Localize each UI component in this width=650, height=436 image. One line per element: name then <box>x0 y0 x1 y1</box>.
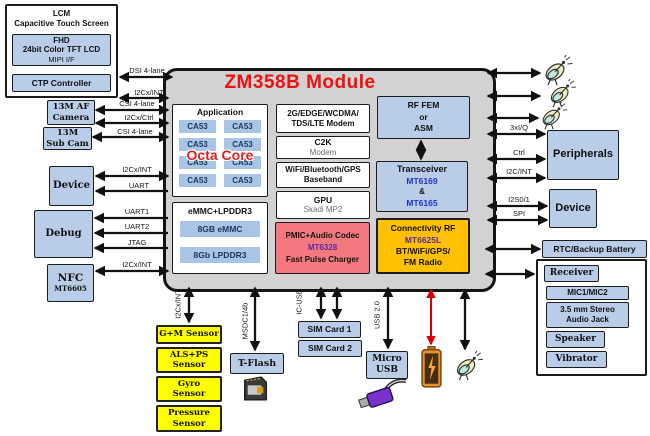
gpu-box: GPU Skadi MP2 <box>276 191 370 219</box>
alsps-sensor-box: ALS+PS Sensor <box>156 347 222 373</box>
module-title: ZM358B Module <box>224 72 376 93</box>
cpu-core: CA53 <box>179 156 216 170</box>
gyro-sensor-box: Gyro Sensor <box>156 376 222 402</box>
bus-label-ctrl: Ctrl <box>513 148 525 157</box>
debug-box: Debug <box>34 210 93 258</box>
octa-core-overlay: Octa Core <box>186 147 254 163</box>
camera-13m-af-box: 13M AF Camera <box>47 100 95 125</box>
bus-label-i2c-ctrl: I2Cx/Ctrl <box>124 112 154 122</box>
pmic-chip-number: MT6328 <box>307 243 338 252</box>
rf-fem-box: RF FEM or ASM <box>377 96 470 139</box>
nfc-box: NFC MT6605 <box>47 264 94 302</box>
pmic-box: PMIC+Audio Codec MT6328 Fast Pulse Charg… <box>275 222 370 274</box>
peripherals-box: Peripherals <box>547 130 619 180</box>
receiver-box: Receiver <box>544 265 599 282</box>
speaker-box: Speaker <box>546 331 605 348</box>
usb-cable-icon <box>358 378 408 410</box>
antenna-icon <box>540 54 576 87</box>
bus-label-uart: UART <box>128 180 150 190</box>
cpu-core: CA53 <box>179 138 216 152</box>
ctp-controller-box: CTP Controller <box>12 74 111 92</box>
mic-box: MIC1/MIC2 <box>546 286 629 300</box>
application-label: Application <box>196 107 244 117</box>
device-right-box: Device <box>549 189 597 228</box>
transceiver-chip2: MT6165 <box>406 197 438 208</box>
antenna-icon <box>546 78 579 109</box>
bus-label-i2c-lcm: I2Cx/INT <box>134 88 164 97</box>
tflash-box: T-Flash <box>230 353 284 374</box>
cpu-core: CA53 <box>224 120 261 134</box>
lpddr3-chip: 8Gb LPDDR3 <box>180 247 260 263</box>
mipi-label: MIPI I/F <box>48 55 75 65</box>
bus-label-uart2: UART2 <box>124 222 150 231</box>
lcm-title: LCM Capacitive Touch Screen <box>14 9 109 28</box>
transceiver-box: Transceiver MT6169 & MT6165 <box>376 161 468 212</box>
rtc-backup-battery-box: RTC/Backup Battery <box>542 240 647 258</box>
gm-sensor-box: G+M Sensor <box>156 325 222 344</box>
antenna-icon <box>452 350 486 382</box>
cpu-core: CA53 <box>224 174 261 188</box>
bus-label-i2c-nfc: I2Cx/INT <box>122 260 152 269</box>
transceiver-chip1: MT6169 <box>406 176 438 187</box>
cpu-core: CA53 <box>179 174 216 188</box>
cpu-core: CA53 <box>179 120 216 134</box>
micro-usb-box: Micro USB <box>366 351 408 379</box>
octa-core-grid: CA53 CA53 CA53 CA53 CA53 CA53 CA53 CA53 <box>179 120 261 188</box>
vibrator-box: Vibrator <box>546 351 607 368</box>
battery-icon <box>420 346 443 388</box>
bus-label-csi2: CSI 4-lane <box>117 126 153 136</box>
bus-label-spi: SPI <box>512 209 526 218</box>
pressure-sensor-box: Pressure Sensor <box>156 405 222 432</box>
bus-label-3xiq: 3xI/Q <box>510 123 528 132</box>
microsd-card-icon <box>239 375 271 402</box>
cpu-core: CA53 <box>224 138 261 152</box>
bus-label-i2c-int: I2C/INT <box>506 167 532 176</box>
bus-label-usb20: USB 2.0 <box>372 301 382 329</box>
bus-label-ic-usb: IC-USB <box>294 289 304 315</box>
c2k-modem-box: C2K Modem <box>276 136 370 159</box>
device-left-box: Device <box>49 166 94 206</box>
audio-jack-box: 3.5 mm Stereo Audio Jack <box>546 302 629 328</box>
emmc-chip: 8GB eMMC <box>180 221 260 237</box>
antenna-icon <box>538 101 570 131</box>
memory-label: eMMC+LPDDR3 <box>188 206 252 216</box>
bus-label-msdc: MSDC1/4b <box>240 302 250 340</box>
bus-label-dsi: DSI 4-lane <box>129 66 165 75</box>
sim-card-1-box: SIM Card 1 <box>298 321 361 338</box>
lcd-panel-box: FHD 24bit Color TFT LCD MIPI I/F <box>12 34 111 66</box>
sim-card-2-box: SIM Card 2 <box>298 340 362 357</box>
wifi-baseband-box: WiFi/Bluetooth/GPS Baseband <box>276 162 370 188</box>
cpu-core: CA53 <box>224 156 261 170</box>
lcd-panel-label: FHD 24bit Color TFT LCD <box>22 35 101 55</box>
connectivity-rf-box: Connectivity RF MT6625L BT/WiFi/GPS/ FM … <box>376 218 470 274</box>
bus-label-i2s: I2S0/1 <box>508 194 530 204</box>
bus-label-jtag: JTAG <box>127 237 147 247</box>
bus-label-i2c-sensors: I2Cx/INT <box>173 289 183 319</box>
bus-label-i2c-device: I2Cx/INT <box>122 165 152 174</box>
application-block: Application CA53 CA53 CA53 CA53 CA53 CA5… <box>172 104 268 197</box>
bus-label-uart1: UART1 <box>124 207 150 216</box>
bus-label-csi1: CSI 4-lane <box>119 99 155 108</box>
connectivity-chip-number: MT6625L <box>404 234 442 245</box>
memory-block: eMMC+LPDDR3 8GB eMMC 8Gb LPDDR3 <box>172 202 268 274</box>
sub-cam-box: 13M Sub Cam <box>43 127 92 150</box>
modem-2g-box: 2G/EDGE/WCDMA/ TDS/LTE Modem <box>276 104 370 133</box>
